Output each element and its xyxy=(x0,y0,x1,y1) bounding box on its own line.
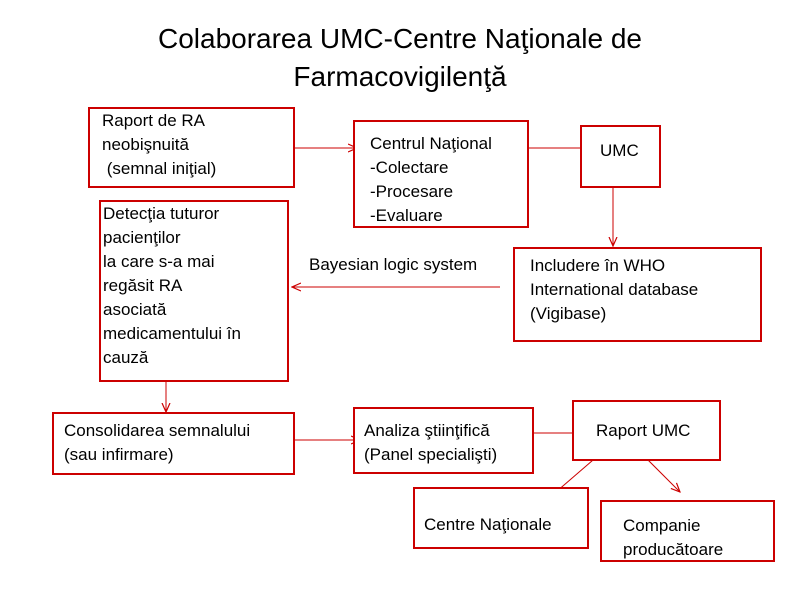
box-umc: UMC xyxy=(580,125,661,188)
box-includere-who: Includere în WHO International database … xyxy=(513,247,762,342)
box-detectia: Detecţia tuturor pacienţilor la care s-a… xyxy=(99,200,289,382)
diagram-title: Colaborarea UMC-Centre Naţionale de Farm… xyxy=(0,20,800,96)
title-line-1: Colaborarea UMC-Centre Naţionale de xyxy=(157,23,642,54)
box-companie-producatoare: Companie producătoare xyxy=(600,500,775,562)
box-analiza: Analiza ştiinţifică (Panel specialişti) xyxy=(353,407,534,474)
box-centre-nationale: Centre Naţionale xyxy=(413,487,589,549)
title-line-2: Farmacovigilenţă xyxy=(293,61,507,92)
box-raport-umc: Raport UMC xyxy=(572,400,721,461)
label-bayesian-logic-system: Bayesian logic system xyxy=(309,255,478,274)
box-centrul-national: Centrul Naţional -Colectare -Procesare -… xyxy=(353,120,529,228)
box-consolidarea: Consolidarea semnalului (sau infirmare) xyxy=(52,412,295,475)
box-raport-ra: Raport de RA neobişnuită (semnal iniţial… xyxy=(88,107,295,188)
